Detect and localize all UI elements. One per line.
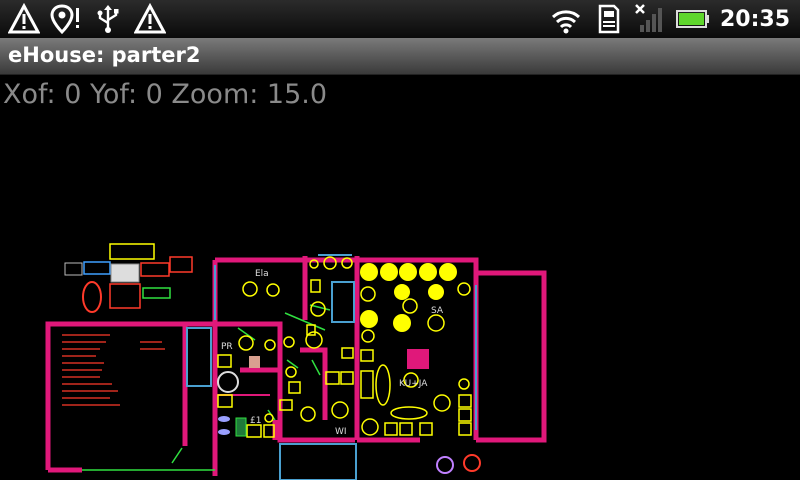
- app-title: eHouse: parter2: [8, 43, 201, 67]
- clock: 20:35: [719, 6, 790, 32]
- wires: [82, 304, 331, 471]
- status-bar: 20:35: [0, 0, 800, 38]
- thin-walls: [215, 272, 545, 440]
- room-label-kuja: KU+JA: [399, 379, 428, 389]
- room-label-sa: SA: [431, 306, 444, 316]
- battery-icon: [675, 10, 709, 28]
- windows: [186, 254, 477, 480]
- title-bar: eHouse: parter2: [0, 38, 800, 75]
- warning-icon: [8, 3, 40, 34]
- warning-icon: [134, 3, 166, 34]
- status-right: 20:35: [550, 3, 790, 35]
- room-label-ela: Ela: [255, 269, 269, 279]
- usb-icon: [97, 5, 119, 33]
- lights: [360, 263, 457, 332]
- wifi-icon: [551, 10, 580, 34]
- room-label-l1: £1: [250, 416, 261, 426]
- status-left: [8, 3, 166, 35]
- sd-card-icon: [598, 4, 620, 34]
- control-panel: [64, 243, 193, 313]
- location-alert-icon: [50, 4, 79, 35]
- fixtures: [217, 256, 472, 438]
- room-labels: Ela PR SA KU+JA £1 WI: [221, 269, 444, 437]
- misc-items: [217, 349, 481, 474]
- view-readout: Xof: 0 Yof: 0 Zoom: 15.0: [3, 79, 328, 110]
- room-label-wi: WI: [335, 427, 347, 437]
- no-signal-icon: [635, 4, 662, 32]
- device-list: [62, 334, 165, 406]
- room-label-pr: PR: [221, 342, 233, 352]
- floor-plan[interactable]: Ela PR SA KU+JA £1 WI: [0, 230, 560, 480]
